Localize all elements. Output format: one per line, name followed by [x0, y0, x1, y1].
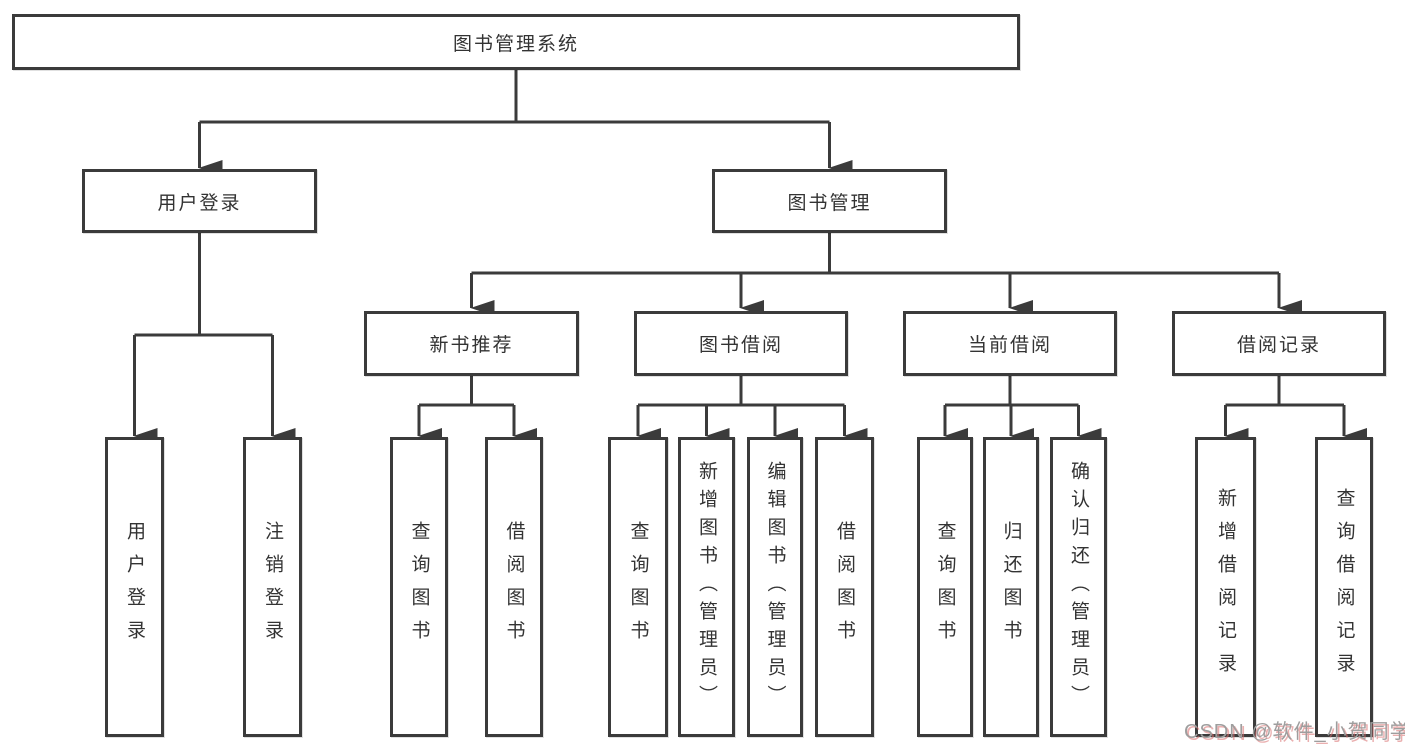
node-label: 查询图书 [627, 521, 649, 653]
leaf-user-login: 用户登录 [105, 437, 164, 737]
node-borrow-records: 借阅记录 [1172, 311, 1386, 376]
node-new-book-recommend: 新书推荐 [364, 311, 579, 376]
csdn-watermark: CSDN @软件_小贺同学 [1184, 721, 1405, 743]
node-label: 图书管理系统 [452, 33, 579, 55]
node-label: 查询图书 [934, 521, 956, 653]
leaf-rec-borrow-books: 借阅图书 [485, 437, 543, 737]
leaf-cb-return-books: 归还图书 [983, 437, 1039, 737]
node-label: 图书管理 [787, 192, 872, 214]
leaf-br-add-record: 新增借阅记录 [1195, 437, 1256, 737]
node-label: 新增图书（管理员） [696, 461, 717, 713]
node-label: 新书推荐 [429, 335, 514, 356]
leaf-br-query-record: 查询借阅记录 [1315, 437, 1373, 737]
connector-trunks [134, 70, 1344, 407]
node-label: 查询借阅记录 [1333, 488, 1355, 686]
node-root-library-system: 图书管理系统 [12, 14, 1020, 70]
node-current-borrowing: 当前借阅 [903, 311, 1117, 376]
node-book-management: 图书管理 [712, 169, 947, 233]
leaf-bb-add-books-admin: 新增图书（管理员） [678, 437, 735, 737]
node-label: 借阅记录 [1236, 335, 1321, 356]
node-book-borrowing: 图书借阅 [634, 311, 848, 376]
leaf-cb-confirm-return-admin: 确认归还（管理员） [1050, 437, 1107, 737]
leaf-logout: 注销登录 [243, 437, 302, 737]
node-label: 用户登录 [157, 192, 242, 214]
node-label: 借阅图书 [503, 521, 525, 653]
node-label: 借阅图书 [834, 521, 855, 653]
node-label: 确认归还（管理员） [1068, 461, 1089, 713]
leaf-bb-borrow-books: 借阅图书 [815, 437, 874, 737]
leaf-rec-query-books: 查询图书 [390, 437, 448, 737]
node-label: 编辑图书（管理员） [764, 461, 786, 713]
leaf-cb-query-books: 查询图书 [917, 437, 973, 737]
leaf-bb-query-books: 查询图书 [608, 437, 668, 737]
node-label: 当前借阅 [967, 335, 1052, 356]
node-label: 查询图书 [408, 521, 430, 653]
node-label: 注销登录 [262, 521, 283, 653]
node-label: 用户登录 [124, 521, 145, 653]
node-label: 图书借阅 [698, 335, 783, 356]
leaf-bb-edit-books-admin: 编辑图书（管理员） [747, 437, 803, 737]
node-label: 新增借阅记录 [1215, 488, 1236, 686]
node-user-login: 用户登录 [82, 169, 317, 233]
node-label: 归还图书 [1000, 521, 1022, 653]
